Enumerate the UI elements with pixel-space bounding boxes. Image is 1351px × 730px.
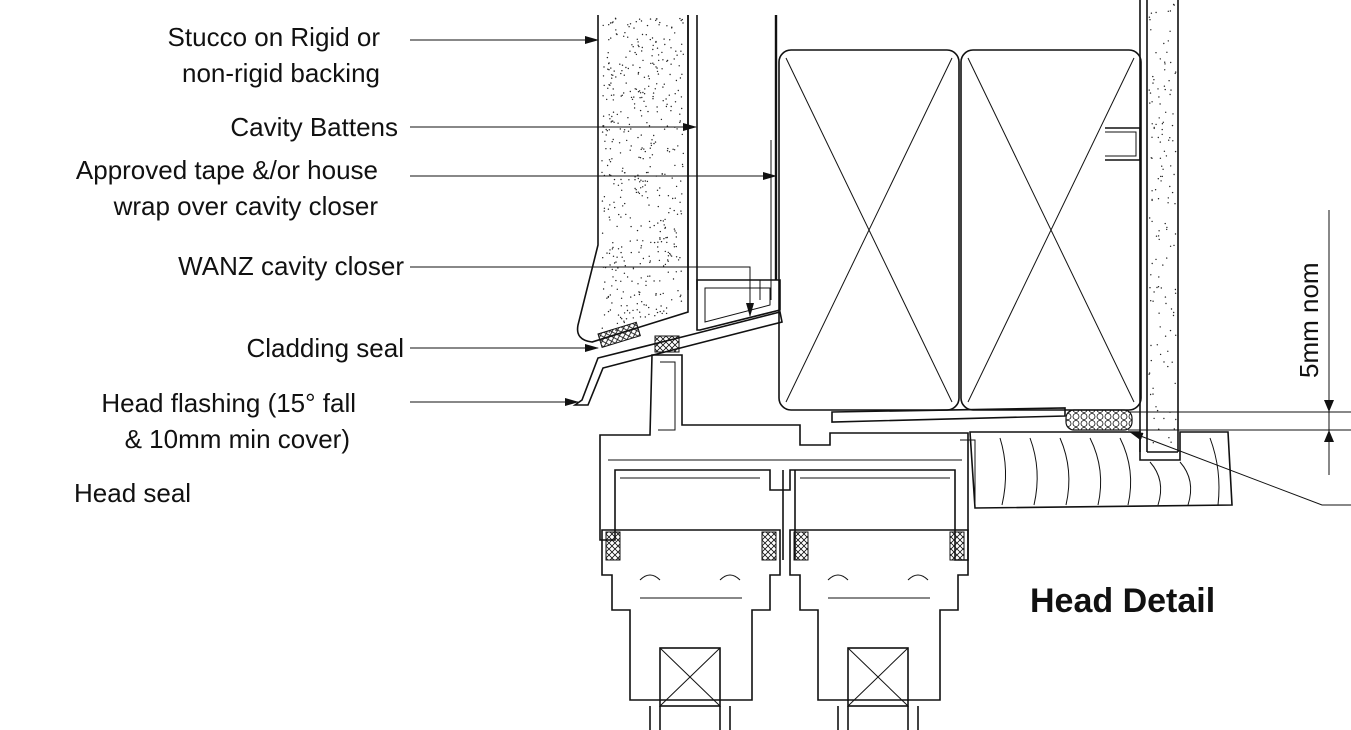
interior-lining (1139, 0, 1179, 453)
packer-wedge (831, 407, 1066, 423)
lintel-seal (1065, 409, 1133, 431)
cavity-batten (687, 15, 698, 290)
label-closer: WANZ cavity closer (178, 251, 754, 317)
head-seal-leader (1129, 431, 1351, 506)
cavity-closer (696, 279, 781, 331)
label-battens-text: Cavity Battens (230, 112, 398, 142)
label-head-seal-text: Head seal (74, 478, 191, 508)
label-stucco-line2: non-rigid backing (182, 58, 380, 88)
dimension-5mm: 5mm nom (1128, 210, 1351, 475)
head-flashing (572, 311, 783, 406)
label-cladding-seal-text: Cladding seal (246, 333, 404, 363)
label-stucco-line1: Stucco on Rigid or (168, 22, 381, 52)
label-tape-line2: wrap over cavity closer (113, 191, 379, 221)
drawing-title: Head Detail (1030, 582, 1215, 620)
label-battens: Cavity Battens (230, 112, 697, 142)
house-wrap-tape (770, 15, 778, 300)
door-sash-right (789, 529, 969, 730)
door-sash-left (601, 529, 781, 730)
timber-lintel (778, 49, 1142, 411)
label-head-flashing-line1: Head flashing (15° fall (101, 388, 356, 418)
label-closer-text: WANZ cavity closer (178, 251, 404, 281)
dimension-label: 5mm nom (1294, 262, 1324, 378)
label-stucco: Stucco on Rigid or non-rigid backing (168, 22, 599, 88)
head-seal (654, 335, 680, 353)
cladding-seal (597, 321, 641, 349)
label-tape-line1: Approved tape &/or house (76, 155, 378, 185)
label-tape: Approved tape &/or house wrap over cavit… (76, 155, 777, 221)
label-head-seal: Head seal (74, 478, 191, 508)
label-head-flashing-line2: & 10mm min cover) (125, 424, 350, 454)
label-cladding-seal: Cladding seal (246, 333, 599, 363)
stucco-cladding (576, 15, 689, 343)
aluminium-head-frame (599, 354, 976, 561)
timber-reveal (969, 431, 1233, 509)
label-head-flashing: Head flashing (15° fall & 10mm min cover… (101, 388, 579, 454)
